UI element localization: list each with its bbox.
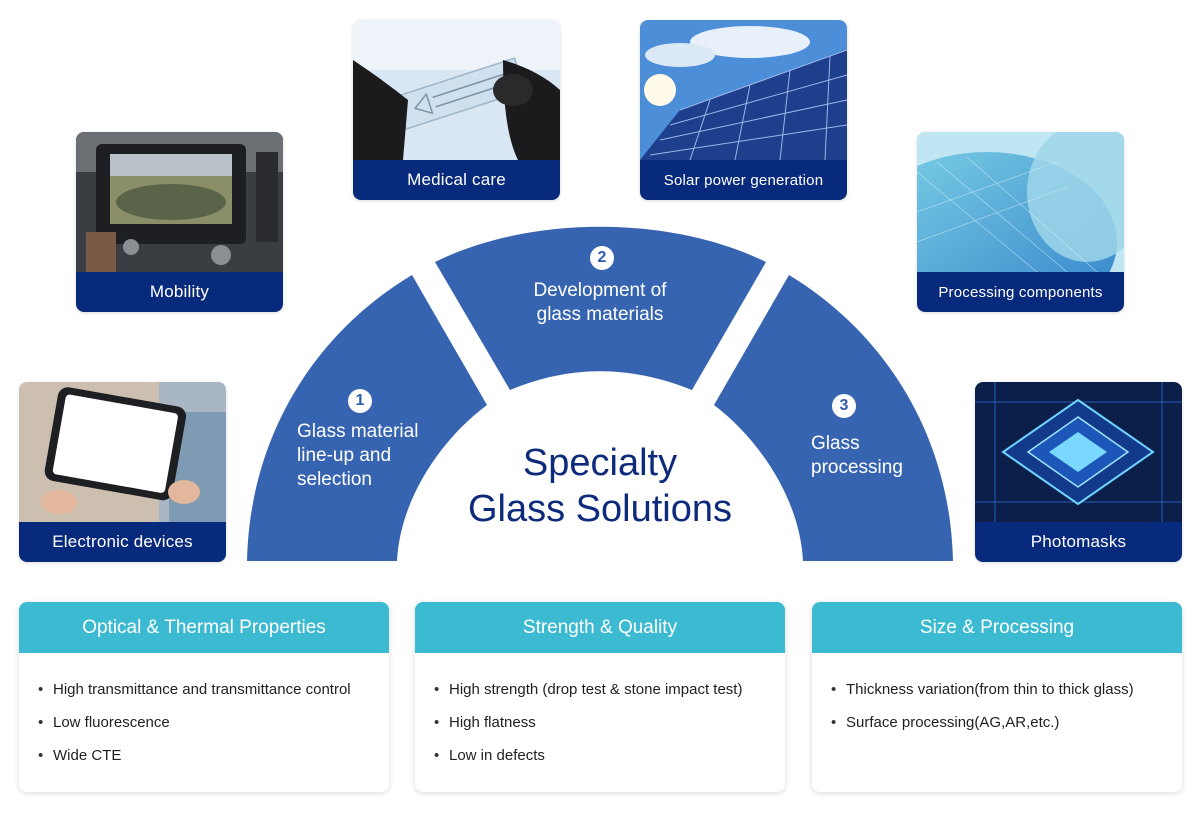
arch-segment-3 <box>714 275 953 561</box>
application-card-electronic-devices: Electronic devices <box>19 382 226 562</box>
segment-2-number: 2 <box>590 246 614 270</box>
list-item: Low in defects <box>434 739 785 772</box>
solar-panel-image <box>640 20 847 160</box>
center-title: Specialty Glass Solutions <box>467 442 732 530</box>
list-item: Surface processing(AG,AR,etc.) <box>831 706 1182 739</box>
wafer-image <box>917 132 1124 272</box>
list-item: Wide CTE <box>38 739 389 772</box>
application-card-photomasks: Photomasks <box>975 382 1182 562</box>
list-item: High flatness <box>434 706 785 739</box>
application-card-medical-care: Medical care <box>353 20 560 200</box>
property-list: High transmittance and transmittance con… <box>19 653 389 772</box>
tablet-image <box>19 382 226 522</box>
segment-1-number: 1 <box>348 389 372 413</box>
property-card-title: Optical & Thermal Properties <box>19 602 389 653</box>
arch-segment-2 <box>435 226 766 390</box>
list-item: Low fluorescence <box>38 706 389 739</box>
microchip-image <box>975 382 1182 522</box>
application-label: Processing components <box>917 272 1124 312</box>
application-label: Photomasks <box>975 522 1182 562</box>
application-label: Medical care <box>353 160 560 200</box>
segment-3-number: 3 <box>832 394 856 418</box>
list-item: High transmittance and transmittance con… <box>38 673 389 706</box>
application-card-processing-components: Processing components <box>917 132 1124 312</box>
medical-slide-image <box>353 20 560 160</box>
list-item: High strength (drop test & stone impact … <box>434 673 785 706</box>
property-card-strength-quality: Strength & Quality High strength (drop t… <box>415 602 785 792</box>
property-card-title: Size & Processing <box>812 602 1182 653</box>
property-card-title: Strength & Quality <box>415 602 785 653</box>
arch-segment-1 <box>247 275 487 561</box>
list-item: Thickness variation(from thin to thick g… <box>831 673 1182 706</box>
application-label: Electronic devices <box>19 522 226 562</box>
property-list: High strength (drop test & stone impact … <box>415 653 785 772</box>
application-label: Mobility <box>76 272 283 312</box>
application-label: Solar power generation <box>640 160 847 200</box>
property-card-optical-thermal: Optical & Thermal Properties High transm… <box>19 602 389 792</box>
property-list: Thickness variation(from thin to thick g… <box>812 653 1182 739</box>
car-display-image <box>76 132 283 272</box>
property-card-size-processing: Size & Processing Thickness variation(fr… <box>812 602 1182 792</box>
application-card-solar-power-generation: Solar power generation <box>640 20 847 200</box>
application-card-mobility: Mobility <box>76 132 283 312</box>
